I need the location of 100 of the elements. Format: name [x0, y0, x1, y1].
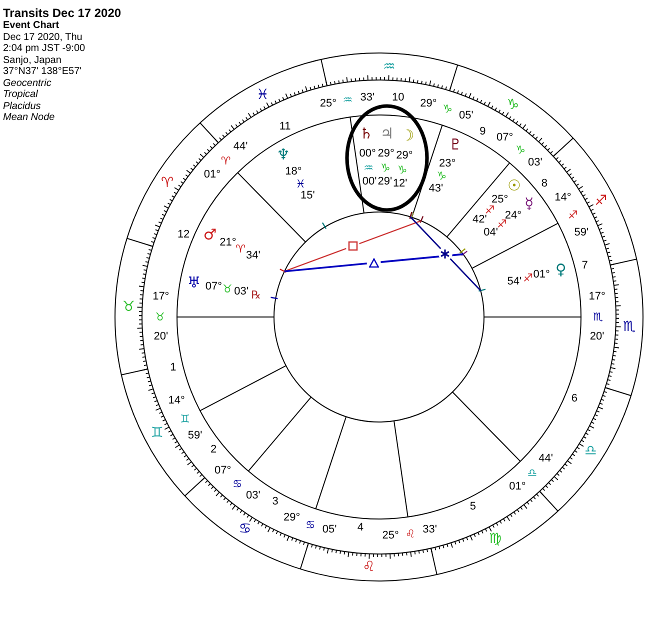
house-number: 1 [170, 362, 176, 374]
planet-degree: 23° [439, 158, 456, 170]
planet-sign-glyph: ♈ [236, 244, 246, 255]
planet-sign-glyph: ♐ [484, 204, 495, 216]
house-number: 5 [470, 502, 476, 513]
cusp-sign-glyph: ♋ [232, 478, 242, 490]
planet-sign-glyph: ♐ [523, 272, 533, 284]
zodiac-sign-glyph: ♏ [623, 320, 636, 334]
cusp-degree: 07° [496, 132, 514, 144]
cusp-degree: 17° [588, 292, 606, 303]
zodiac-sign-glyph: ♍ [489, 532, 502, 546]
planet-glyph: ♃ [380, 126, 394, 142]
planet-glyph: ♅ [187, 276, 201, 291]
cusp-sign-glyph: ♉ [155, 312, 165, 322]
cusp-degree: 25° [382, 530, 399, 542]
planet-sign-glyph: ♑ [397, 164, 408, 176]
planet-degree: 29° [396, 150, 413, 162]
planet-glyph: ♆ [276, 148, 290, 163]
cusp-minutes: 03' [246, 490, 260, 502]
chart-info-line: 37°N37' 138°E57' [3, 66, 82, 78]
cusp-minutes: 44' [538, 453, 553, 464]
cusp-degree: 25° [320, 98, 336, 110]
cusp-sign-glyph: ♐ [568, 210, 578, 221]
cusp-sign-glyph: ♎ [527, 468, 538, 479]
cusp-sign-glyph: ♑ [516, 144, 526, 156]
zodiac-sign-glyph: ♈ [161, 176, 174, 190]
house-number: 7 [582, 260, 588, 272]
cusp-sign-glyph: ♈ [220, 155, 231, 166]
planet-degree: 18° [285, 166, 302, 178]
cusp-minutes: 05' [458, 110, 474, 122]
chart-type: Event Chart [3, 20, 60, 32]
planet-minutes: 00' [362, 176, 377, 188]
planet-sign-glyph: ♒ [364, 162, 374, 174]
planet-glyph: ♀ [555, 262, 566, 278]
planet-minutes: 54' [507, 276, 522, 288]
planet-degree: 21° [220, 238, 236, 249]
planet-glyph: ☉ [508, 178, 521, 194]
house-number: 8 [541, 178, 548, 190]
planet-glyph: ♄ [360, 126, 373, 142]
house-number: 6 [571, 394, 578, 405]
zodiac-sign-glyph: ♐ [594, 194, 608, 208]
chart-info-line: Dec 17 2020, Thu [3, 32, 82, 43]
retrograde-mark: ℞ [251, 289, 261, 300]
zodiac-sign-glyph: ♑ [506, 98, 520, 112]
cusp-degree: 01° [204, 170, 221, 181]
zodiac-sign-glyph: ♊ [150, 426, 164, 440]
zodiac-sign-glyph: ♌ [362, 560, 376, 574]
planet-degree: 00° [359, 148, 376, 160]
cusp-minutes: 05' [322, 524, 337, 536]
chart-setting: Mean Node [3, 112, 55, 124]
cusp-minutes: 33' [360, 92, 375, 104]
cusp-sign-glyph: ♊ [180, 413, 190, 424]
house-number: 2 [210, 444, 217, 455]
cusp-sign-glyph: ♏ [593, 312, 603, 322]
cusp-degree: 17° [152, 292, 170, 303]
planet-minutes: 12' [392, 178, 408, 190]
planet-sign-glyph: ♉ [222, 284, 232, 295]
cusp-minutes: 20' [154, 331, 168, 342]
chart-title: Transits Dec 17 2020 [3, 7, 122, 20]
planet-degree: 24° [504, 210, 522, 222]
zodiac-sign-glyph: ♓ [256, 88, 269, 102]
planet-minutes: 29' [378, 176, 392, 188]
planet-minutes: 03' [234, 286, 248, 298]
planet-minutes: 15' [300, 190, 315, 202]
planet-minutes: 34' [246, 250, 260, 262]
planet-glyph: ☿ [524, 196, 534, 212]
house-number: 4 [357, 522, 364, 534]
house-number: 11 [279, 121, 291, 132]
cusp-sign-glyph: ♋ [305, 519, 316, 530]
cusp-minutes: 33' [422, 524, 437, 536]
cusp-degree: 29° [420, 98, 437, 110]
planet-degree: 01° [533, 269, 550, 280]
cusp-minutes: 59' [574, 228, 589, 239]
chart-info-line: Sanjo, Japan [3, 54, 62, 66]
zodiac-sign-glyph: ♉ [122, 300, 135, 314]
planet-degree: 07° [205, 281, 222, 292]
cusp-minutes: 44' [233, 142, 248, 153]
planet-degree: 29° [378, 148, 394, 160]
cusp-sign-glyph: ♒ [342, 94, 353, 106]
cusp-minutes: 03' [528, 158, 542, 169]
planet-minutes: 04' [484, 227, 498, 238]
cusp-minutes: 59' [188, 430, 202, 442]
planet-sign-glyph: ♓ [296, 178, 306, 190]
house-number: 9 [480, 126, 486, 138]
chart-info-line: 2:04 pm JST -9:00 [3, 43, 86, 54]
cusp-degree: 07° [214, 465, 232, 476]
chart-setting: Geocentric [3, 78, 52, 89]
planet-degree: 25° [492, 194, 508, 206]
house-number: 12 [177, 229, 190, 240]
cusp-sign-glyph: ♑ [442, 104, 453, 115]
planet-glyph: ♂ [203, 227, 217, 242]
planet-glyph: ♇ [448, 138, 462, 153]
zodiac-sign-glyph: ♎ [584, 444, 597, 458]
cusp-degree: 01° [509, 481, 526, 492]
cusp-degree: 29° [284, 512, 300, 524]
cusp-degree: 14° [554, 192, 572, 204]
cusp-minutes: 20' [590, 331, 604, 342]
chart-setting: Placidus [3, 100, 41, 112]
planet-minutes: 42' [472, 214, 487, 226]
zodiac-sign-glyph: ♒ [382, 60, 396, 74]
